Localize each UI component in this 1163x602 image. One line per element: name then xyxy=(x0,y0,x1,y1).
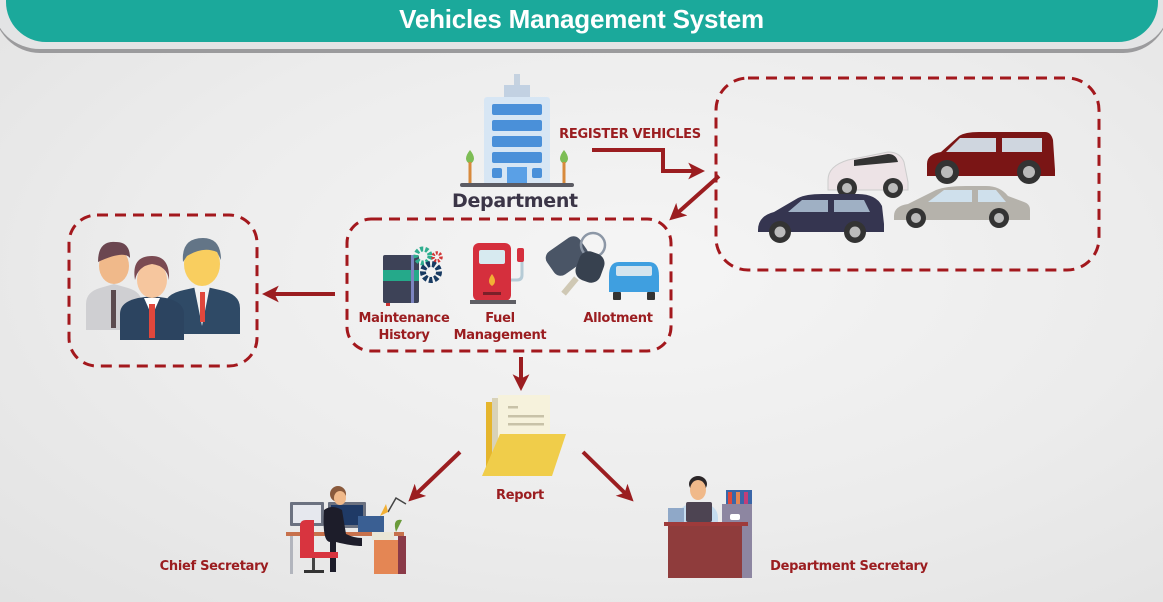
chief-secretary-label: Chief Secretary xyxy=(159,559,269,574)
chief-secretary-desk-icon xyxy=(286,486,407,574)
header-bar xyxy=(6,0,1158,42)
module-fuel-label: Fuel Management xyxy=(446,310,554,344)
department-secretary-label: Department Secretary xyxy=(770,559,928,574)
module-fuel-line2: Management xyxy=(453,328,547,343)
red-suv xyxy=(927,132,1055,184)
report-folder-icon xyxy=(482,395,566,476)
building-icon xyxy=(460,74,574,187)
page-title: Vehicles Management System xyxy=(399,4,764,34)
vehicles-group-box xyxy=(714,76,1101,272)
fuel-pump-icon xyxy=(470,243,524,304)
department-label: Department xyxy=(452,190,578,212)
dark-suv xyxy=(758,194,884,243)
users-group-box xyxy=(67,213,259,368)
register-vehicles-label: REGISTER VEHICLES xyxy=(559,127,701,142)
department-secretary-desk-icon xyxy=(664,476,752,578)
module-maintenance-line2: History xyxy=(378,328,430,343)
maintenance-book-gears-icon xyxy=(383,246,443,306)
users-group-icon xyxy=(86,238,240,340)
module-allotment-label: Allotment xyxy=(570,310,666,327)
report-to-chief-arrow xyxy=(408,450,462,502)
register-vehicles-arrow xyxy=(592,148,706,180)
report-label: Report xyxy=(496,488,544,503)
white-car xyxy=(827,151,909,198)
report-to-dept-secretary-arrow xyxy=(581,450,634,502)
module-allotment-line1: Allotment xyxy=(583,311,653,326)
keys-car-icon xyxy=(545,231,659,300)
module-maintenance-label: Maintenance History xyxy=(352,310,456,344)
silver-sedan xyxy=(894,186,1030,228)
vehicles-to-modules-arrow xyxy=(669,174,721,221)
cars-icon xyxy=(758,132,1055,243)
module-maintenance-line1: Maintenance xyxy=(358,311,450,326)
module-fuel-line1: Fuel xyxy=(485,311,515,326)
